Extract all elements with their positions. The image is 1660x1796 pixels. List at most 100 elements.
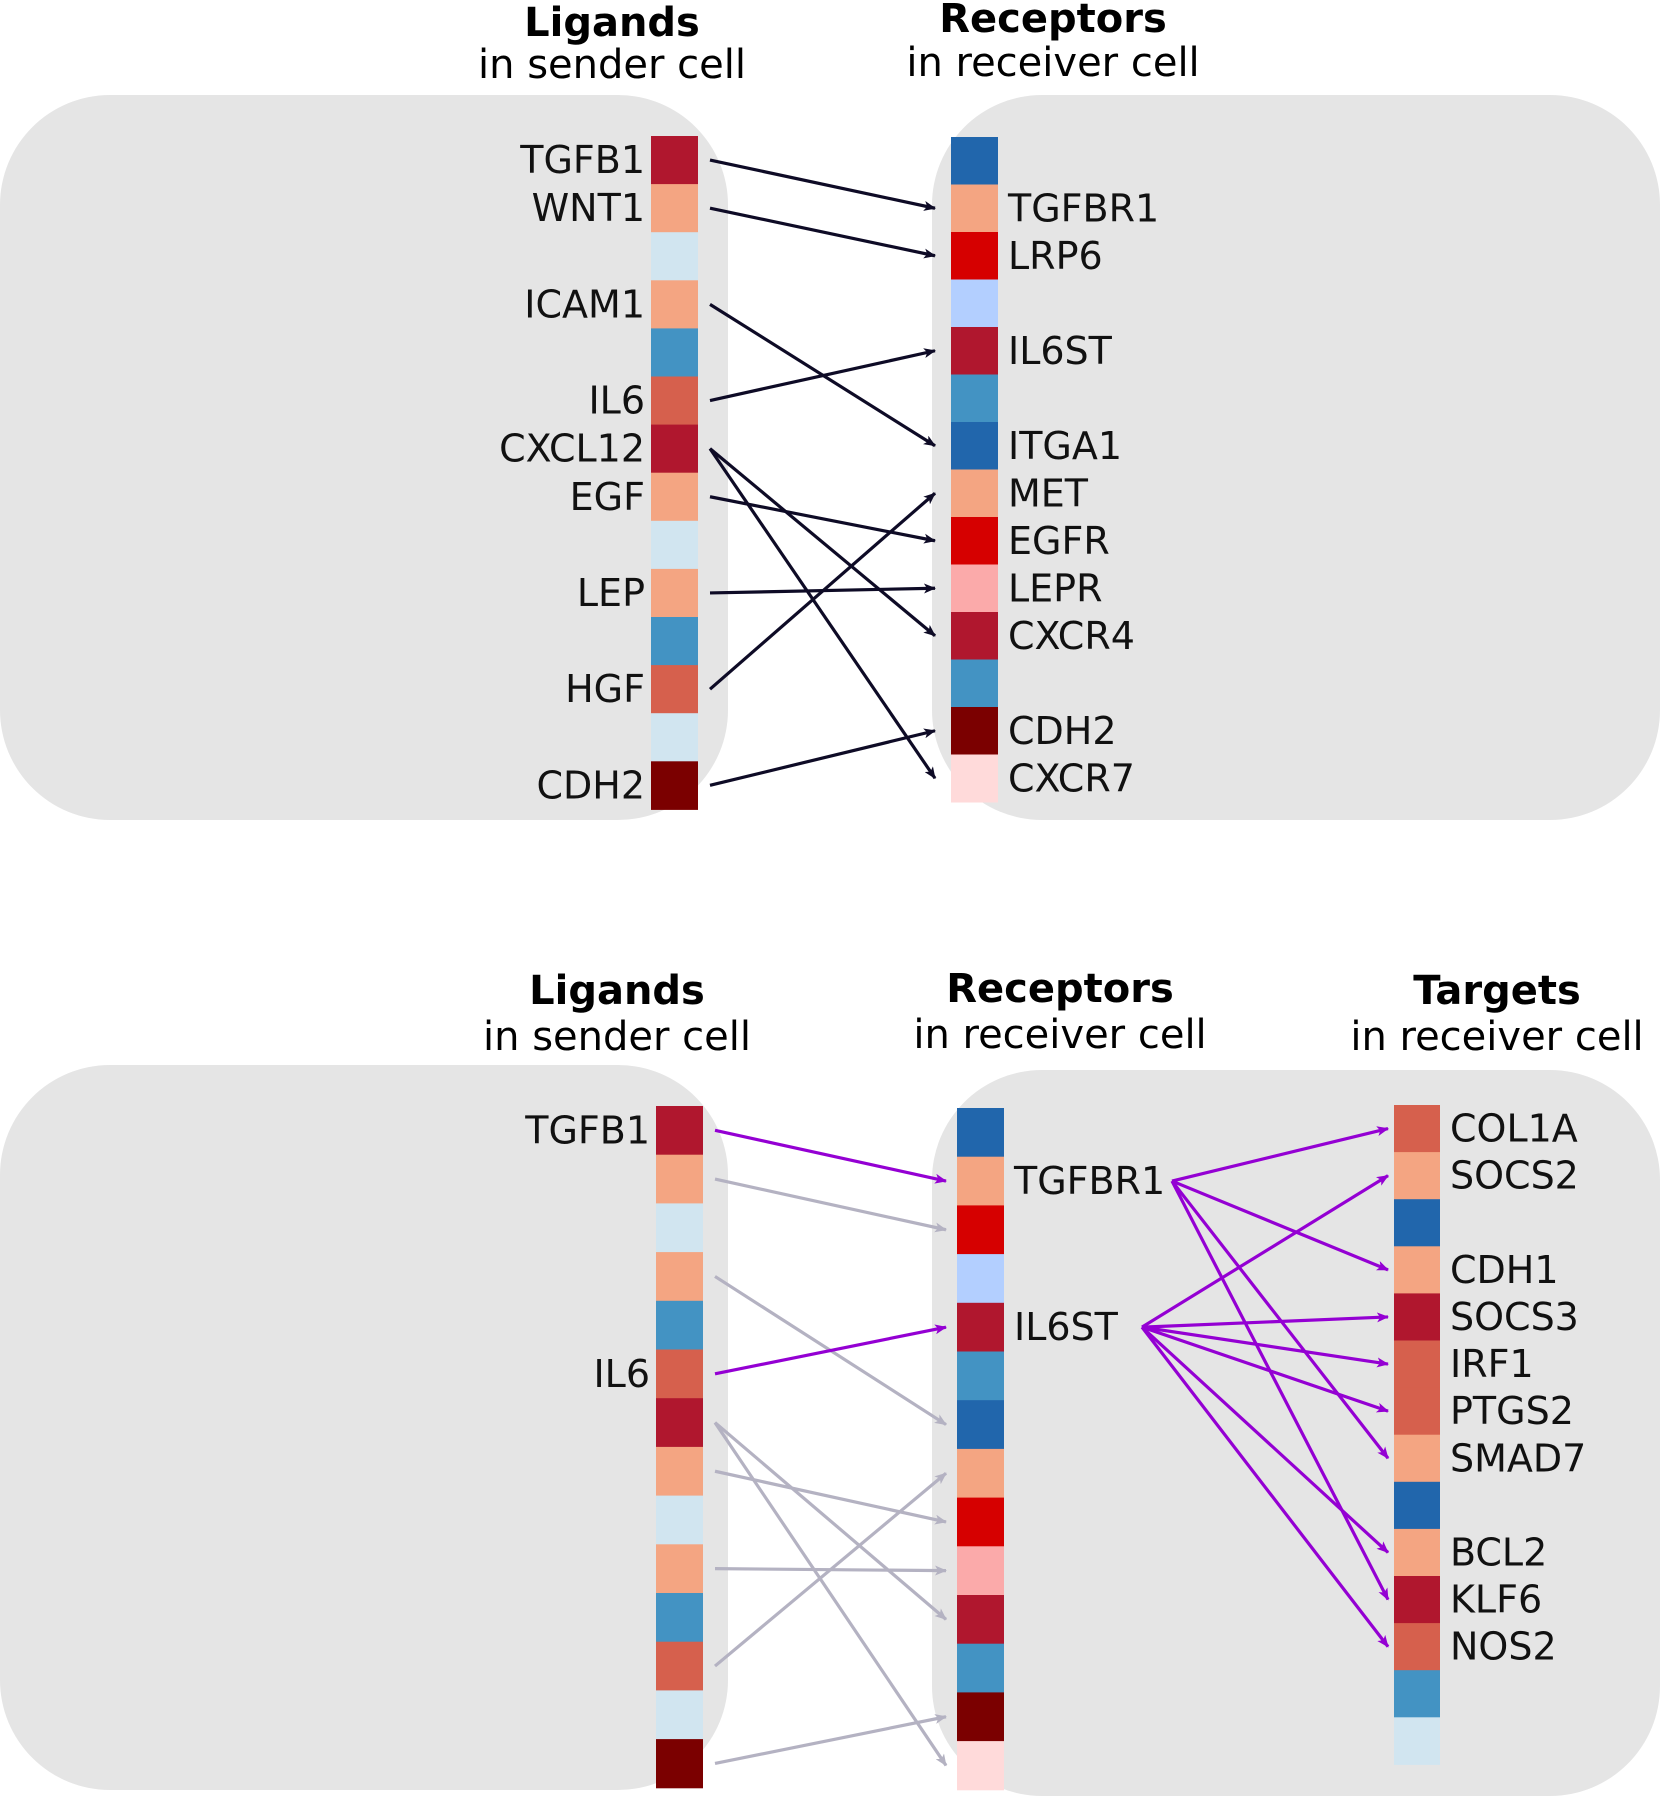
bottom-muted-arrow <box>713 1472 948 1668</box>
top-receptor-cell <box>951 564 998 613</box>
top-receptor-label: LRP6 <box>1008 234 1103 278</box>
top-receptor-cell <box>951 232 998 280</box>
top-receptor-cell <box>951 374 998 423</box>
top-receptor-cell <box>951 184 998 233</box>
bottom-receptor-cell <box>957 1741 1004 1791</box>
bottom-target-cell <box>1394 1528 1440 1577</box>
bottom-target-cell <box>1394 1387 1440 1436</box>
top-ligand-cell <box>651 617 698 666</box>
top-link-arrow <box>709 158 936 211</box>
bottom-target-cell <box>1394 1481 1440 1530</box>
top-ligand-label: WNT1 <box>532 186 645 230</box>
bottom-targets-title: Targets <box>1413 968 1581 1014</box>
bottom-receptor-label: TGFBR1 <box>1013 1159 1165 1203</box>
top-links <box>708 158 937 787</box>
top-link-arrow <box>709 348 936 403</box>
bottom-target-label: NOS2 <box>1450 1625 1557 1669</box>
bottom-ligand-cell <box>656 1495 703 1545</box>
bottom-receptor-cell <box>957 1400 1004 1450</box>
bottom-target-arrow <box>1141 1325 1389 1368</box>
top-ligand-cell <box>651 713 698 762</box>
bottom-sender-cell <box>0 1065 728 1790</box>
top-ligand-cell <box>651 761 698 810</box>
bottom-links <box>713 1126 1390 1767</box>
top-ligands-subtitle: in sender cell <box>478 42 746 88</box>
bottom-ligand-cell <box>656 1446 703 1497</box>
bottom-ligand-cell <box>656 1398 703 1448</box>
bottom-highlight-arrow <box>714 1128 947 1184</box>
top-ligand-label: TGFB1 <box>519 138 645 182</box>
bottom-receptor-label: IL6ST <box>1014 1305 1119 1349</box>
bottom-target-label: IRF1 <box>1450 1342 1534 1386</box>
bottom-panel: Ligands in sender cell Receptors in rece… <box>0 966 1660 1796</box>
bottom-ligand-label: IL6 <box>593 1352 650 1396</box>
bottom-target-label: SOCS2 <box>1450 1154 1579 1198</box>
bottom-ligand-label: TGFB1 <box>524 1108 650 1152</box>
top-receptor-column: TGFBR1LRP6IL6STITGA1METEGFRLEPRCXCR4CDH2… <box>951 137 1159 803</box>
bottom-ligand-cell <box>656 1593 703 1643</box>
bottom-target-arrow <box>1170 1180 1390 1460</box>
bottom-target-label: COL1A <box>1450 1107 1578 1151</box>
bottom-ligand-cell <box>656 1300 703 1350</box>
bottom-target-cell <box>1394 1340 1440 1389</box>
bottom-receptor-cell <box>957 1351 1004 1401</box>
top-ligand-label: CDH2 <box>536 763 645 807</box>
top-receptor-label: CXCR4 <box>1008 614 1135 658</box>
top-ligand-label: CXCL12 <box>499 427 645 471</box>
top-receptor-label: ITGA1 <box>1008 424 1122 468</box>
bottom-target-cell <box>1394 1434 1440 1483</box>
top-ligand-label: LEP <box>577 571 645 615</box>
bottom-target-arrow <box>1140 1326 1390 1648</box>
bottom-receiver-cell <box>932 1070 1660 1796</box>
top-receptor-label: CXCR7 <box>1008 756 1135 800</box>
bottom-highlight-arrow <box>714 1324 947 1376</box>
top-receptor-cell <box>951 422 998 470</box>
bottom-receptor-cell <box>957 1546 1004 1596</box>
top-link-arrow <box>708 447 937 780</box>
bottom-target-cell <box>1394 1199 1440 1247</box>
top-ligand-label: ICAM1 <box>524 282 645 326</box>
bottom-muted-arrow <box>714 1714 947 1766</box>
bottom-receptor-cell <box>957 1302 1004 1352</box>
top-receptor-cell <box>951 517 998 565</box>
bottom-receptor-cell <box>957 1205 1004 1255</box>
top-receptor-label: TGFBR1 <box>1007 186 1159 230</box>
bottom-muted-arrow <box>713 1421 948 1767</box>
bottom-muted-arrow <box>713 1421 948 1621</box>
top-receptors-title: Receptors <box>939 0 1167 42</box>
bottom-ligand-cell <box>656 1203 703 1253</box>
top-link-arrow <box>708 492 937 691</box>
top-ligand-label: HGF <box>565 667 645 711</box>
bottom-target-label: SMAD7 <box>1450 1436 1586 1480</box>
top-ligand-cell <box>651 136 698 185</box>
top-link-arrow <box>709 495 936 544</box>
top-receptor-label: EGFR <box>1008 519 1110 563</box>
top-receptor-label: MET <box>1008 471 1089 515</box>
bottom-target-arrow <box>1171 1126 1389 1183</box>
bottom-targets-subtitle: in receiver cell <box>1350 1014 1643 1060</box>
top-panel: Ligands in sender cell Receptors in rece… <box>0 0 1660 820</box>
bottom-muted-arrow <box>714 1177 947 1233</box>
bottom-ligand-cell <box>656 1106 703 1156</box>
top-link-arrow <box>709 206 936 259</box>
bottom-target-label: SOCS3 <box>1450 1295 1579 1339</box>
top-receptor-label: CDH2 <box>1008 709 1117 753</box>
bottom-ligand-cell <box>656 1739 703 1789</box>
bottom-ligand-cell <box>656 1252 703 1302</box>
bottom-target-arrow <box>1141 1312 1389 1329</box>
bottom-target-label: PTGS2 <box>1450 1389 1574 1433</box>
bottom-receptors-title: Receptors <box>946 966 1174 1012</box>
bottom-target-label: KLF6 <box>1450 1578 1542 1622</box>
bottom-receptor-cell <box>957 1497 1004 1547</box>
top-receptor-cell <box>951 469 998 518</box>
top-ligand-cell <box>651 184 698 233</box>
bottom-receptor-cell <box>957 1692 1004 1742</box>
top-receptor-label: LEPR <box>1008 566 1103 610</box>
bottom-target-arrow <box>1141 1174 1389 1329</box>
top-ligand-cell <box>651 424 698 474</box>
top-receptor-cell <box>951 279 998 328</box>
bottom-target-column: COL1ASOCS2CDH1SOCS3IRF1PTGS2SMAD7BCL2KLF… <box>1394 1105 1586 1765</box>
top-receptor-cell <box>951 707 998 755</box>
